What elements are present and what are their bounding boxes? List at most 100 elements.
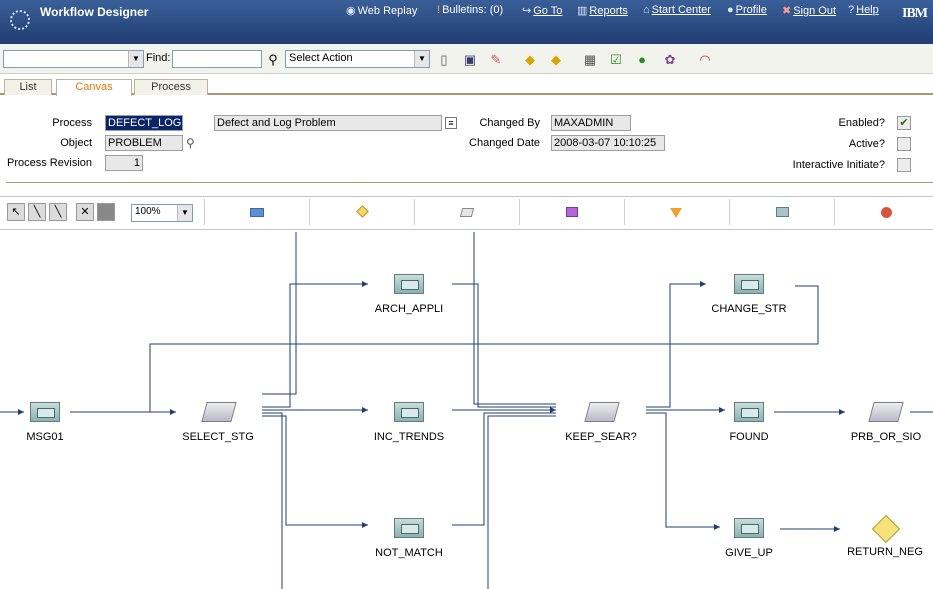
tab-list[interactable]: List: [4, 79, 52, 95]
previous-arrow-icon[interactable]: ◆: [525, 52, 535, 67]
node-label: INC_TRENDS: [373, 431, 445, 443]
pointer-tool-icon[interactable]: ↖: [7, 203, 25, 221]
chevron-down-icon: ▼: [414, 51, 429, 67]
stop-node-icon[interactable]: [881, 207, 892, 218]
tab-process[interactable]: Process: [134, 79, 208, 95]
tab-canvas[interactable]: Canvas: [56, 79, 132, 96]
process-field[interactable]: DEFECT_LOG: [105, 115, 183, 131]
ibm-logo: IBM: [902, 6, 928, 21]
node-label: SELECT_STG: [182, 431, 254, 443]
workflow-node-prb-or-sio-icon[interactable]: [868, 402, 904, 422]
find-input[interactable]: [172, 50, 262, 68]
changed-by-field: MAXADMIN: [551, 115, 631, 131]
nav-reports[interactable]: ▥Reports: [577, 5, 628, 17]
node-label: FOUND: [729, 431, 769, 443]
new-record-icon[interactable]: ▯: [440, 52, 448, 67]
select-all-tool-icon[interactable]: [97, 203, 115, 221]
enabled-label: Enabled?: [838, 117, 886, 129]
nav-profile[interactable]: ●Profile: [727, 4, 767, 16]
settings-icon[interactable]: ✿: [664, 52, 676, 67]
palette-separator: [624, 199, 625, 225]
workflow-node-found-icon[interactable]: [734, 402, 764, 422]
maximo-logo-icon: [10, 10, 30, 30]
object-label: Object: [60, 137, 92, 149]
node-label: GIVE_UP: [725, 547, 773, 559]
query-select[interactable]: ▼: [3, 50, 144, 68]
node-label: PRB_OR_SIO: [850, 431, 922, 443]
help-icon: ?: [848, 4, 855, 16]
palette-separator: [729, 199, 730, 225]
workflow-canvas[interactable]: MSG01 SELECT_STG ARCH_APPLI INC_TRENDS N…: [0, 232, 933, 589]
signout-icon: ✖: [782, 5, 792, 17]
workflow-node-inc-trends-icon[interactable]: [394, 402, 424, 422]
workflow-node-arch-appli-icon[interactable]: [394, 274, 424, 294]
next-arrow-icon[interactable]: ◆: [551, 52, 561, 67]
interactive-initiate-checkbox[interactable]: [897, 158, 911, 172]
palette-separator: [309, 199, 310, 225]
node-label: ARCH_APPLI: [374, 303, 444, 315]
nav-bulletins[interactable]: !Bulletins: (0): [437, 4, 504, 16]
toolbar: [0, 44, 933, 74]
changed-date-field: 2008-03-07 10:10:25: [551, 135, 665, 151]
changed-by-label: Changed By: [479, 117, 540, 129]
find-label: Find:: [146, 52, 171, 64]
home-icon: ⌂: [643, 4, 650, 16]
changed-date-label: Changed Date: [469, 137, 540, 149]
workflow-node-not-match-icon[interactable]: [394, 518, 424, 538]
node-label: MSG01: [26, 431, 64, 443]
long-description-icon[interactable]: ≡: [445, 117, 457, 129]
save-icon[interactable]: ▣: [463, 52, 477, 67]
chevron-down-icon: ▼: [128, 51, 143, 67]
workflow-node-select-stg-icon[interactable]: [201, 402, 237, 422]
enable-process-icon[interactable]: ●: [638, 52, 646, 67]
palette-separator: [204, 199, 205, 225]
palette-separator: [834, 199, 835, 225]
zoom-select[interactable]: 100%▼: [131, 204, 193, 222]
connect-line-icon[interactable]: ╲: [28, 203, 46, 221]
workflow-node-give-up-icon[interactable]: [734, 518, 764, 538]
delete-tool-icon[interactable]: ✕: [76, 203, 94, 221]
nav-start-center[interactable]: ⌂Start Center: [643, 4, 711, 16]
play-icon: ◉: [346, 5, 356, 17]
palette-separator: [414, 199, 415, 225]
interactive-initiate-label: Interactive Initiate?: [792, 159, 885, 171]
palette-separator: [519, 199, 520, 225]
process-revision-label: Process Revision: [7, 157, 92, 169]
profile-icon: ●: [727, 4, 734, 16]
app-header: Workflow Designer ◉Web Replay !Bulletins…: [0, 0, 933, 44]
chevron-down-icon: ▼: [177, 205, 192, 221]
interaction-node-icon[interactable]: [776, 207, 789, 217]
connector-lines: [0, 232, 933, 589]
checkmark-icon: ✔: [899, 117, 909, 129]
nav-go-to[interactable]: ↪Go To: [522, 5, 563, 17]
nav-help[interactable]: ?Help: [848, 4, 879, 16]
binoculars-icon[interactable]: ⚲: [268, 52, 278, 67]
app-title: Workflow Designer: [40, 5, 149, 19]
select-action-dropdown[interactable]: Select Action▼: [285, 50, 430, 68]
active-checkbox[interactable]: [897, 137, 911, 151]
subprocess-node-icon[interactable]: [566, 207, 578, 217]
enabled-checkbox[interactable]: ✔: [897, 116, 911, 130]
lookup-icon[interactable]: ⚲: [186, 136, 195, 150]
process-description-field[interactable]: Defect and Log Problem: [214, 115, 442, 131]
tab-bar: [0, 77, 933, 95]
negative-connect-line-icon[interactable]: ╲: [49, 203, 67, 221]
reports-icon: ▥: [577, 5, 588, 17]
node-label: KEEP_SEAR?: [565, 431, 637, 443]
clear-icon[interactable]: ✎: [490, 52, 502, 67]
object-field[interactable]: PROBLEM: [105, 135, 183, 151]
workflow-node-msg01-icon[interactable]: [30, 402, 60, 422]
workflow-node-change-str-icon[interactable]: [734, 274, 764, 294]
task-node-icon[interactable]: [250, 208, 264, 217]
process-label: Process: [52, 117, 92, 129]
canvas-view-icon[interactable]: ▦: [583, 52, 597, 67]
wait-node-icon[interactable]: [670, 208, 682, 218]
workflow-node-keep-sear-icon[interactable]: [584, 402, 620, 422]
node-label: CHANGE_STR: [711, 303, 787, 315]
validate-icon[interactable]: ☑: [610, 52, 622, 67]
nav-web-replay[interactable]: ◉Web Replay: [346, 5, 418, 17]
manual-input-node-icon[interactable]: [459, 208, 475, 217]
gauge-icon[interactable]: ◠: [699, 52, 711, 67]
process-revision-field[interactable]: 1: [105, 155, 143, 171]
nav-sign-out[interactable]: ✖Sign Out: [782, 5, 837, 17]
